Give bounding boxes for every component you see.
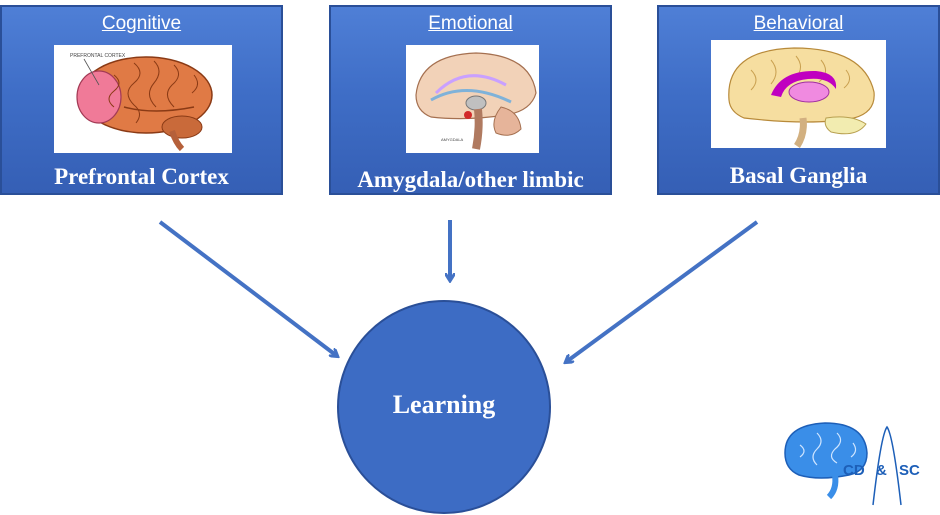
prefrontal-brain-image: PREFRONTAL CORTEX	[54, 45, 232, 153]
basal-ganglia-brain-image	[711, 40, 886, 148]
logo-text-sc: SC	[899, 462, 920, 479]
arrow-cognitive-to-learning	[158, 220, 337, 356]
logo-text-amp: &	[876, 462, 887, 479]
cognitive-box: Cognitive PREFRONTAL CORTEX Prefrontal C…	[0, 5, 283, 195]
learning-label: Learning	[392, 390, 496, 419]
cognitive-label: Prefrontal Cortex	[54, 164, 229, 189]
arrow-behavioral-to-learning	[566, 220, 759, 362]
emotional-box: Emotional AMYGDALA Amygdala/other limbic	[329, 5, 612, 195]
cdasc-logo: CD & SC	[784, 422, 920, 506]
cognitive-title: Cognitive	[101, 13, 182, 34]
behavioral-label: Basal Ganglia	[729, 163, 868, 188]
prefrontal-caption: PREFRONTAL CORTEX	[70, 53, 126, 59]
behavioral-title: Behavioral	[753, 13, 844, 34]
behavioral-box: Behavioral Basal Ganglia	[657, 5, 940, 195]
amygdala-caption: AMYGDALA	[441, 137, 464, 142]
learning-circle: Learning	[337, 300, 551, 514]
emotional-title: Emotional	[428, 13, 513, 34]
limbic-brain-image: AMYGDALA	[406, 45, 539, 153]
logo-text-cd: CD	[843, 462, 865, 479]
emotional-label: Amygdala/other limbic	[357, 167, 584, 192]
